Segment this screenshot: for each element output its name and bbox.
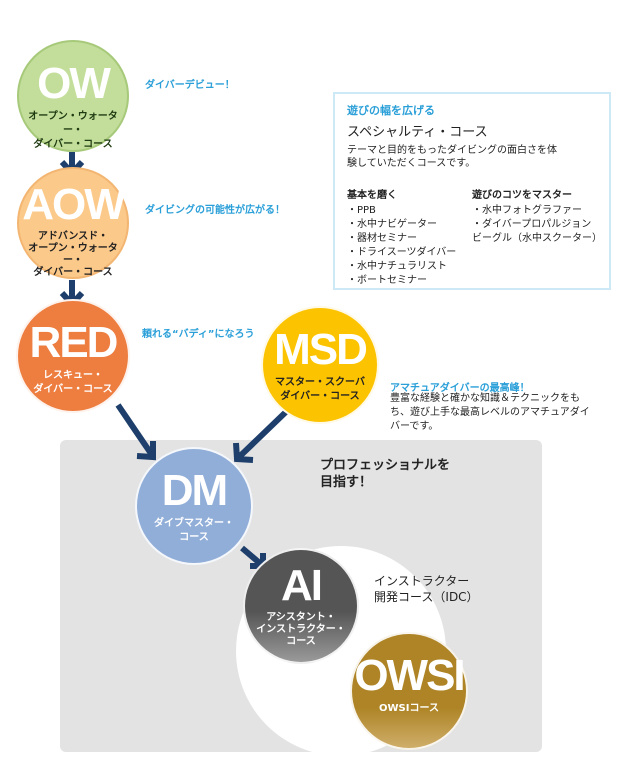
aow-tagline: ダイビングの可能性が広がる！ (145, 205, 285, 216)
list-item: ・器材セミナー (347, 233, 417, 244)
list-item: ・ダイバープロパルジョン ビーグル（水中スクーター） (472, 219, 602, 244)
specialty-tagline: 遊びの幅を広げる (347, 104, 435, 117)
list-item: ・PPB (347, 205, 376, 216)
arrow-red-dm (115, 403, 156, 461)
list-item: ・水中フォトグラファー (472, 205, 582, 216)
course-ow[interactable]: OW オープン・ウォーター・ ダイバー・コース (17, 40, 129, 152)
course-aow[interactable]: AOW アドバンスド・ オープン・ウォーター・ ダイバー・コース (17, 167, 129, 279)
ow-tagline: ダイバーデビュー！ (145, 80, 235, 91)
course-ai[interactable]: AI アシスタント・ インストラクター・ コース (243, 548, 359, 664)
specialty-box: 遊びの幅を広げる スペシャルティ・コース テーマと目的をもったダイビングの面白さ… (333, 92, 611, 290)
specialty-title: スペシャルティ・コース (347, 125, 488, 140)
specialty-description: テーマと目的をもったダイビングの面白さを体験していただくコースです。 (347, 145, 557, 169)
idc-label: インストラクター 開発コース（IDC） (374, 574, 479, 604)
specialty-group-fun: 遊びのコツをマスター ・水中フォトグラファー ・ダイバープロパルジョン ビーグル… (472, 190, 602, 244)
course-msd[interactable]: MSD マスター・スクーバ ダイバー・コース (261, 306, 379, 424)
course-red[interactable]: RED レスキュー・ ダイバー・コース (16, 299, 130, 413)
arrow-msd-dm (233, 405, 293, 463)
course-owsi[interactable]: OWSI OWSIコース (350, 632, 468, 750)
red-tagline: 頼れる“バディ”になろう (142, 329, 255, 340)
specialty-group-basic: 基本を磨く ・PPB ・水中ナビゲーター ・器材セミナー ・ドライスーツダイバー… (347, 186, 472, 288)
list-item: ・水中ナビゲーター (347, 219, 437, 230)
list-item: ・ボートセミナー (347, 275, 427, 286)
msd-tagline: アマチュアダイバーの最高峰！ (390, 383, 530, 394)
msd-description: 豊富な経験と確かな知識＆テクニックをもち、遊び上手な最高レベルのアマチュアダイバ… (390, 393, 590, 432)
list-item: ・水中ナチュラリスト (347, 261, 447, 272)
course-dm[interactable]: DM ダイブマスター・ コース (135, 447, 253, 565)
list-item: ・ドライスーツダイバー (347, 247, 457, 258)
professional-heading: プロフェッショナルを 目指す！ (320, 458, 451, 490)
